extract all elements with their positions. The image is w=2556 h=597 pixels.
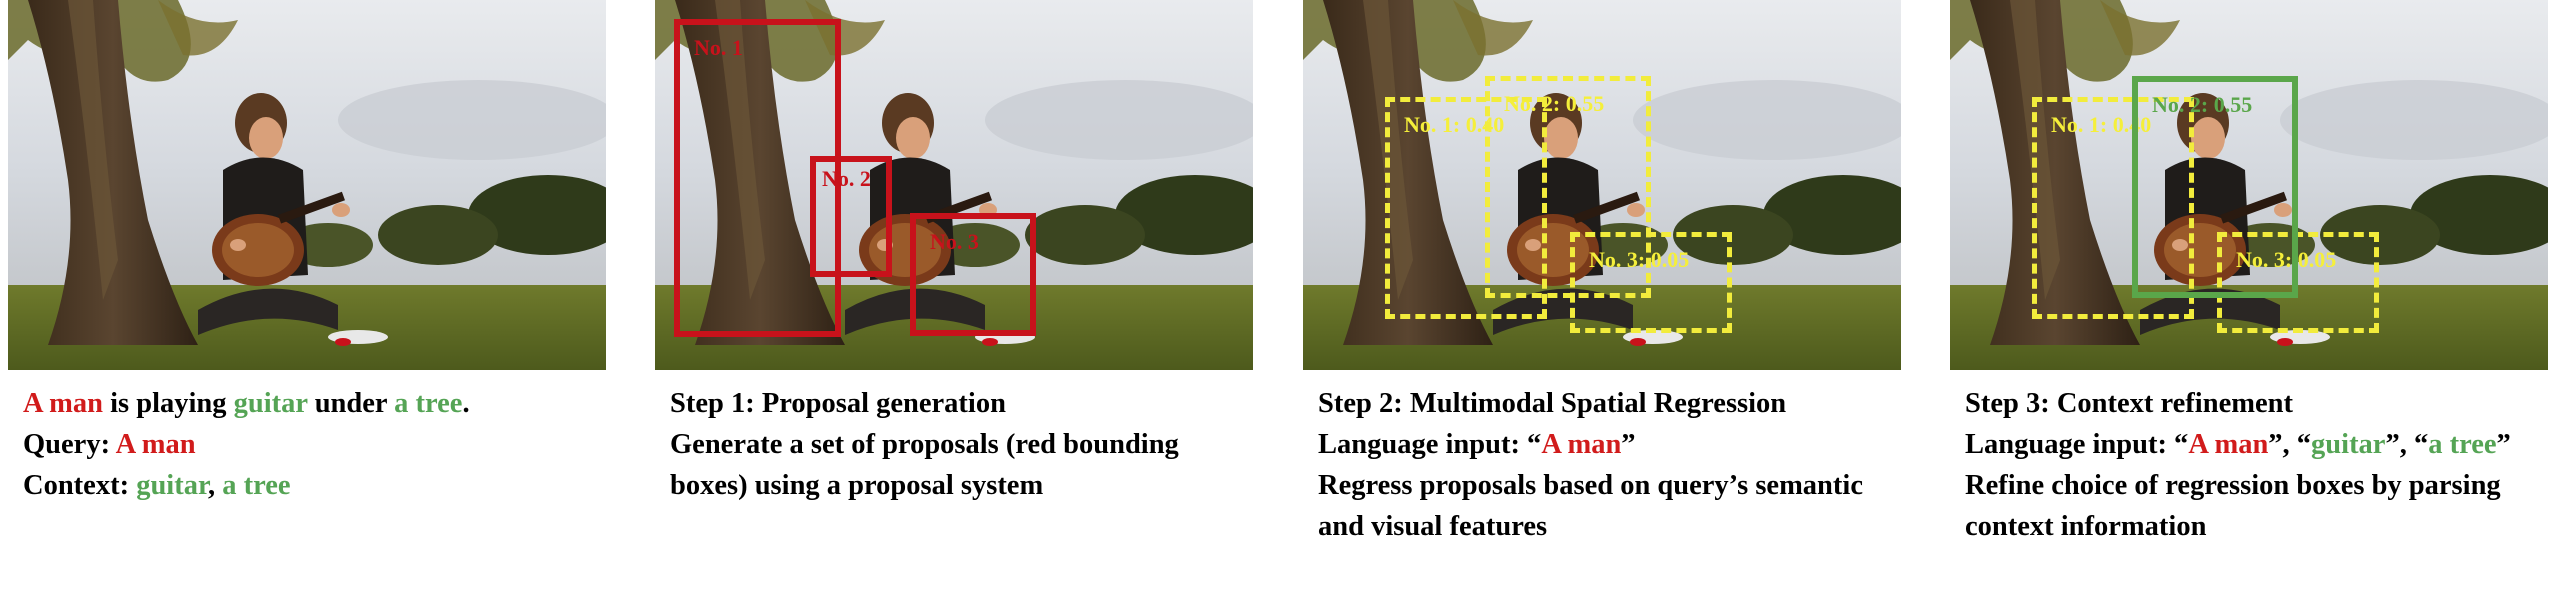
language-query: A man [2188,429,2269,460]
regression-box-3: No. 3: 0.05 [1570,232,1732,333]
caption-step3: Step 3: Context refinement Language inpu… [1965,383,2545,547]
context-value-tree: a tree [222,470,291,501]
step-title: Step 2: Multimodal Spatial Regression [1318,388,1787,419]
proposal-box-1-label: No. 1 [694,35,743,60]
language-input-label: Language input: “ [1318,429,1542,460]
quote-close: ” [2496,429,2511,460]
query-label: Query: [23,429,116,460]
context-value-guitar: guitar [136,470,208,501]
proposal-box-1: No. 1 [674,19,841,337]
refined-box-label: No. 2: 0.55 [2152,92,2253,117]
caption-step1: Step 1: Proposal generation Generate a s… [670,383,1250,506]
scene-image: No. 1: 0.40 No. 2: 0.55 No. 3: 0.05 [1303,0,1901,370]
context-line: Context: guitar, a tree [23,465,603,506]
step-title: Step 3: Context refinement [1965,388,2293,419]
regression-box-2: No. 2: 0.55 [1485,76,1651,298]
language-input-line: Language input: “A man” [1318,424,1898,465]
step-description: Generate a set of proposals (red boundin… [670,429,1179,501]
context-phrase-guitar: guitar [233,388,308,419]
context-phrase-tree: a tree [394,388,463,419]
step-description: Regress proposals based on query’s seman… [1318,470,1863,542]
query-value: A man [115,429,196,460]
step-description: Refine choice of regression boxes by par… [1965,470,2501,542]
sentence-line: A man is playing guitar under a tree. [23,383,603,424]
proposal-box-3: No. 3 [910,213,1036,336]
scene-image: No. 1: 0.40 No. 3: 0.05 No. 2: 0.55 [1950,0,2548,370]
quote-separator: ”, “ [2268,429,2312,460]
panel-step2: No. 1: 0.40 No. 2: 0.55 No. 3: 0.05 Step… [1303,0,1901,597]
step-title: Step 1: Proposal generation [670,388,1006,419]
proposal-box-3-label: No. 3 [930,229,979,254]
caption-input: A man is playing guitar under a tree. Qu… [23,383,603,506]
sentence-text: is playing [102,388,234,419]
caption-step2: Step 2: Multimodal Spatial Regression La… [1318,383,1898,547]
query-phrase: A man [23,388,103,419]
scene-image: No. 1 No. 2 No. 3 [655,0,1253,370]
quote-close: ” [1621,429,1636,460]
proposal-box-2-label: No. 2 [822,166,871,191]
panel-step3: No. 1: 0.40 No. 3: 0.05 No. 2: 0.55 Step… [1950,0,2548,597]
scene-image [8,0,606,370]
quote-separator: ”, “ [2385,429,2429,460]
regression-box-3: No. 3: 0.05 [2217,232,2379,333]
context-label: Context: [23,470,137,501]
proposal-box-2: No. 2 [810,156,892,277]
regression-box-3-label: No. 3: 0.05 [1589,247,1690,272]
language-input-line: Language input: “A man”, “guitar”, “a tr… [1965,424,2545,465]
sentence-text: under [307,388,395,419]
language-context-tree: a tree [2428,429,2497,460]
sentence-text: . [462,388,470,419]
refined-box: No. 2: 0.55 [2132,76,2298,298]
panel-step1: No. 1 No. 2 No. 3 Step 1: Proposal gener… [655,0,1253,597]
panel-input: A man is playing guitar under a tree. Qu… [8,0,606,597]
regression-box-3-label: No. 3: 0.05 [2236,247,2337,272]
language-input-label: Language input: “ [1965,429,2189,460]
language-context-guitar: guitar [2311,429,2386,460]
context-separator: , [207,470,223,501]
query-line: Query: A man [23,424,603,465]
language-query: A man [1541,429,1622,460]
regression-box-2-label: No. 2: 0.55 [1504,91,1605,116]
